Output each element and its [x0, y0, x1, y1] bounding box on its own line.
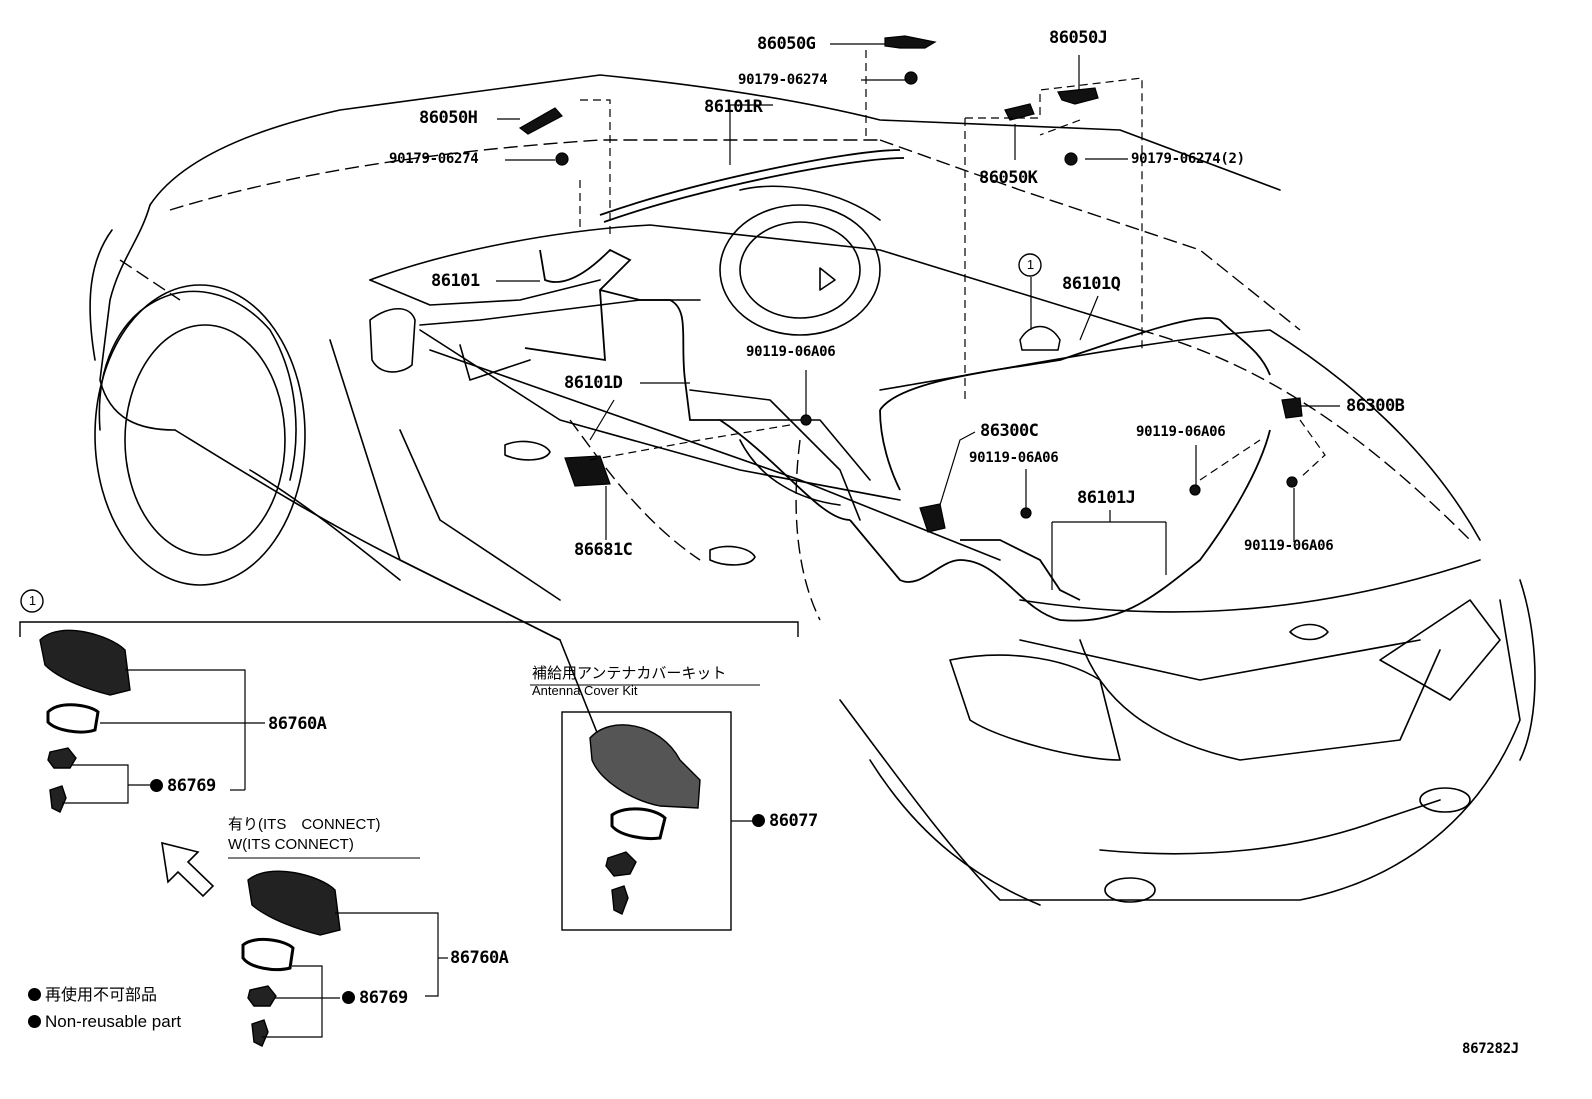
harness-86101: [524, 248, 632, 362]
non-reusable-dot-icon: [342, 990, 355, 1004]
roof-antenna: [1019, 325, 1061, 351]
clip-90179-shape-b: [904, 71, 918, 85]
diagram-id: 867282J: [1462, 1041, 1519, 1057]
gasket-lower: [241, 937, 295, 972]
door-handle-front: [504, 440, 551, 461]
label-86050j: 86050J: [1049, 28, 1108, 48]
front-wheel-arch: [98, 290, 297, 481]
clip-90179-shape-a: [555, 152, 569, 166]
harness-86101j: [849, 429, 1271, 622]
direction-arrow: [161, 841, 215, 898]
dashed-body-line: [169, 139, 880, 211]
antenna-cover-upper: [39, 629, 131, 696]
car-roof-outline: [149, 74, 1281, 206]
bolt-shape-d: [1286, 476, 1298, 488]
label-86101: 86101: [431, 271, 480, 291]
nut-upper: [47, 747, 77, 769]
harness-86101d: [599, 289, 851, 521]
non-reusable-dot-icon: [28, 988, 41, 1002]
callout-1-number: 1: [1026, 257, 1035, 272]
part-86681c-shape: [564, 455, 611, 487]
bolt-shape-c: [1189, 484, 1201, 496]
bolt-upper: [49, 785, 67, 813]
label-86050h: 86050H: [419, 108, 478, 128]
label-86300c: 86300C: [980, 421, 1039, 441]
harness-86101q: [879, 317, 1271, 411]
legend-en: Non-reusable part: [28, 1013, 181, 1030]
tail-light-left: [949, 654, 1121, 761]
nut-lower: [247, 985, 277, 1007]
windshield-frame: [369, 224, 1141, 331]
rear-bumper: [839, 599, 1521, 901]
legend-jp: 再使用不可部品: [28, 988, 157, 1004]
non-reusable-dot-icon: [752, 813, 765, 827]
kit-nut: [605, 851, 637, 877]
non-reusable-dot-icon: [150, 778, 163, 792]
label-90119-06a06-a: 90119-06A06: [746, 344, 836, 360]
bolt-shape-b: [1020, 507, 1032, 519]
exhaust-left: [1104, 877, 1156, 903]
side-mirror: [369, 307, 416, 373]
part-86050k-shape: [1004, 103, 1035, 121]
label-86101d: 86101D: [564, 373, 623, 393]
kit-title-en: Antenna Cover Kit: [532, 683, 638, 698]
label-86101q: 86101Q: [1062, 274, 1121, 294]
label-86101r: 86101R: [704, 97, 763, 117]
label-86760a-upper: 86760A: [268, 714, 327, 734]
bolt-lower: [251, 1019, 269, 1047]
label-86300b: 86300B: [1346, 396, 1405, 416]
its-connect-en: W(ITS CONNECT): [228, 836, 354, 853]
label-90119-06a06-d: 90119-06A06: [1244, 538, 1334, 554]
bolt-shape-a: [800, 414, 812, 426]
exhaust-right: [1419, 787, 1471, 813]
label-86077: 86077: [752, 813, 818, 830]
harness-86101r: [599, 149, 901, 216]
label-90179-06274-2: 90179-06274(2): [1131, 151, 1245, 167]
kit-bolt: [611, 885, 629, 915]
label-90119-06a06-c: 90119-06A06: [969, 450, 1059, 466]
part-86050j-shape: [1057, 87, 1099, 105]
part-86300b-shape: [1281, 397, 1303, 419]
label-86769-lower: 86769: [342, 990, 408, 1007]
antenna-cover-lower: [247, 870, 341, 936]
clip-90179-shape-c: [1064, 152, 1078, 166]
kit-antenna-cover: [589, 724, 701, 809]
gasket-upper: [46, 703, 100, 734]
door-handle-rear: [709, 545, 756, 566]
label-90119-06a06-b: 90119-06A06: [1136, 424, 1226, 440]
kit-title-jp: 補給用アンテナカバーキット: [532, 665, 727, 682]
front-wheel: [94, 284, 306, 586]
label-86050g: 86050G: [757, 34, 816, 54]
label-90179-06274-h: 90179-06274: [389, 151, 479, 167]
part-86300c-shape: [919, 503, 946, 533]
callout-1-box-circle: [20, 589, 44, 613]
non-reusable-dot-icon: [28, 1015, 41, 1029]
label-90179-06274-g: 90179-06274: [738, 72, 828, 88]
detail-box-frame: [19, 621, 799, 637]
part-86050h-shape: [518, 107, 563, 135]
callout-1-box-number: 1: [28, 593, 37, 608]
label-86050k: 86050K: [979, 168, 1038, 188]
label-86769-upper: 86769: [150, 778, 216, 795]
kit-gasket: [610, 807, 667, 840]
label-86681c: 86681C: [574, 540, 633, 560]
part-86050g-shape: [884, 35, 937, 49]
label-86760a-lower: 86760A: [450, 948, 509, 968]
trunk-emblem: [1289, 623, 1329, 641]
tail-light-right: [1379, 599, 1501, 701]
callout-1-circle: [1018, 253, 1042, 277]
label-86101j: 86101J: [1077, 488, 1136, 508]
steering-wheel: [719, 204, 881, 336]
its-connect-jp: 有り(ITS CONNECT): [228, 816, 381, 833]
